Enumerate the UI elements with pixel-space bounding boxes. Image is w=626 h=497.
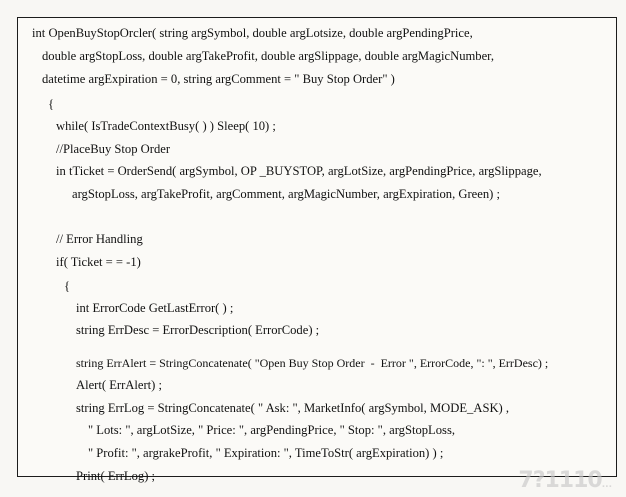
code-line: string ErrLog = StringConcatenate( " Ask… bbox=[76, 401, 510, 415]
code-line: int ErrorCode GetLastError( ) ; bbox=[76, 301, 234, 315]
code-line: double argStopLoss, double argTakeProfit… bbox=[42, 49, 495, 63]
code-line: argStopLoss, argTakeProfit, argComment, … bbox=[72, 187, 500, 201]
code-line: int OpenBuyStopOrcler( string argSymbol,… bbox=[32, 26, 473, 40]
watermark-suffix: ... bbox=[601, 480, 612, 490]
code-line: string ErrDesc = ErrorDescription( Error… bbox=[76, 323, 320, 337]
code-line: datetime argExpiration = 0, string argCo… bbox=[42, 72, 395, 86]
code-line: in tTicket = OrderSend( argSymbol, OP _B… bbox=[56, 164, 542, 178]
code-line: " Lots: ", argLotSize, " Price: ", argPe… bbox=[88, 423, 456, 437]
code-line: Alert( ErrAlert) ; bbox=[76, 378, 163, 392]
code-line: string ErrAlert = StringConcatenate( "Op… bbox=[76, 356, 549, 370]
code-line: // Error Handling bbox=[56, 232, 143, 246]
code-line: { bbox=[64, 279, 71, 293]
code-listing-frame: int OpenBuyStopOrcler( string argSymbol,… bbox=[17, 17, 617, 483]
code-line: { bbox=[48, 97, 55, 111]
code-line: //PlaceBuy Stop Order bbox=[56, 142, 171, 156]
code-line: " Profit: ", argrakeProfit, " Expiration… bbox=[88, 446, 444, 460]
code-line: Print( ErrLog) ; bbox=[76, 469, 156, 483]
code-line: if( Ticket = = -1) bbox=[56, 255, 141, 269]
watermark-text: 7?1110 bbox=[518, 468, 602, 493]
code-line: while( IsTradeContextBusy( ) ) Sleep( 10… bbox=[56, 119, 276, 133]
watermark-logo: 7?1110... bbox=[518, 468, 612, 493]
